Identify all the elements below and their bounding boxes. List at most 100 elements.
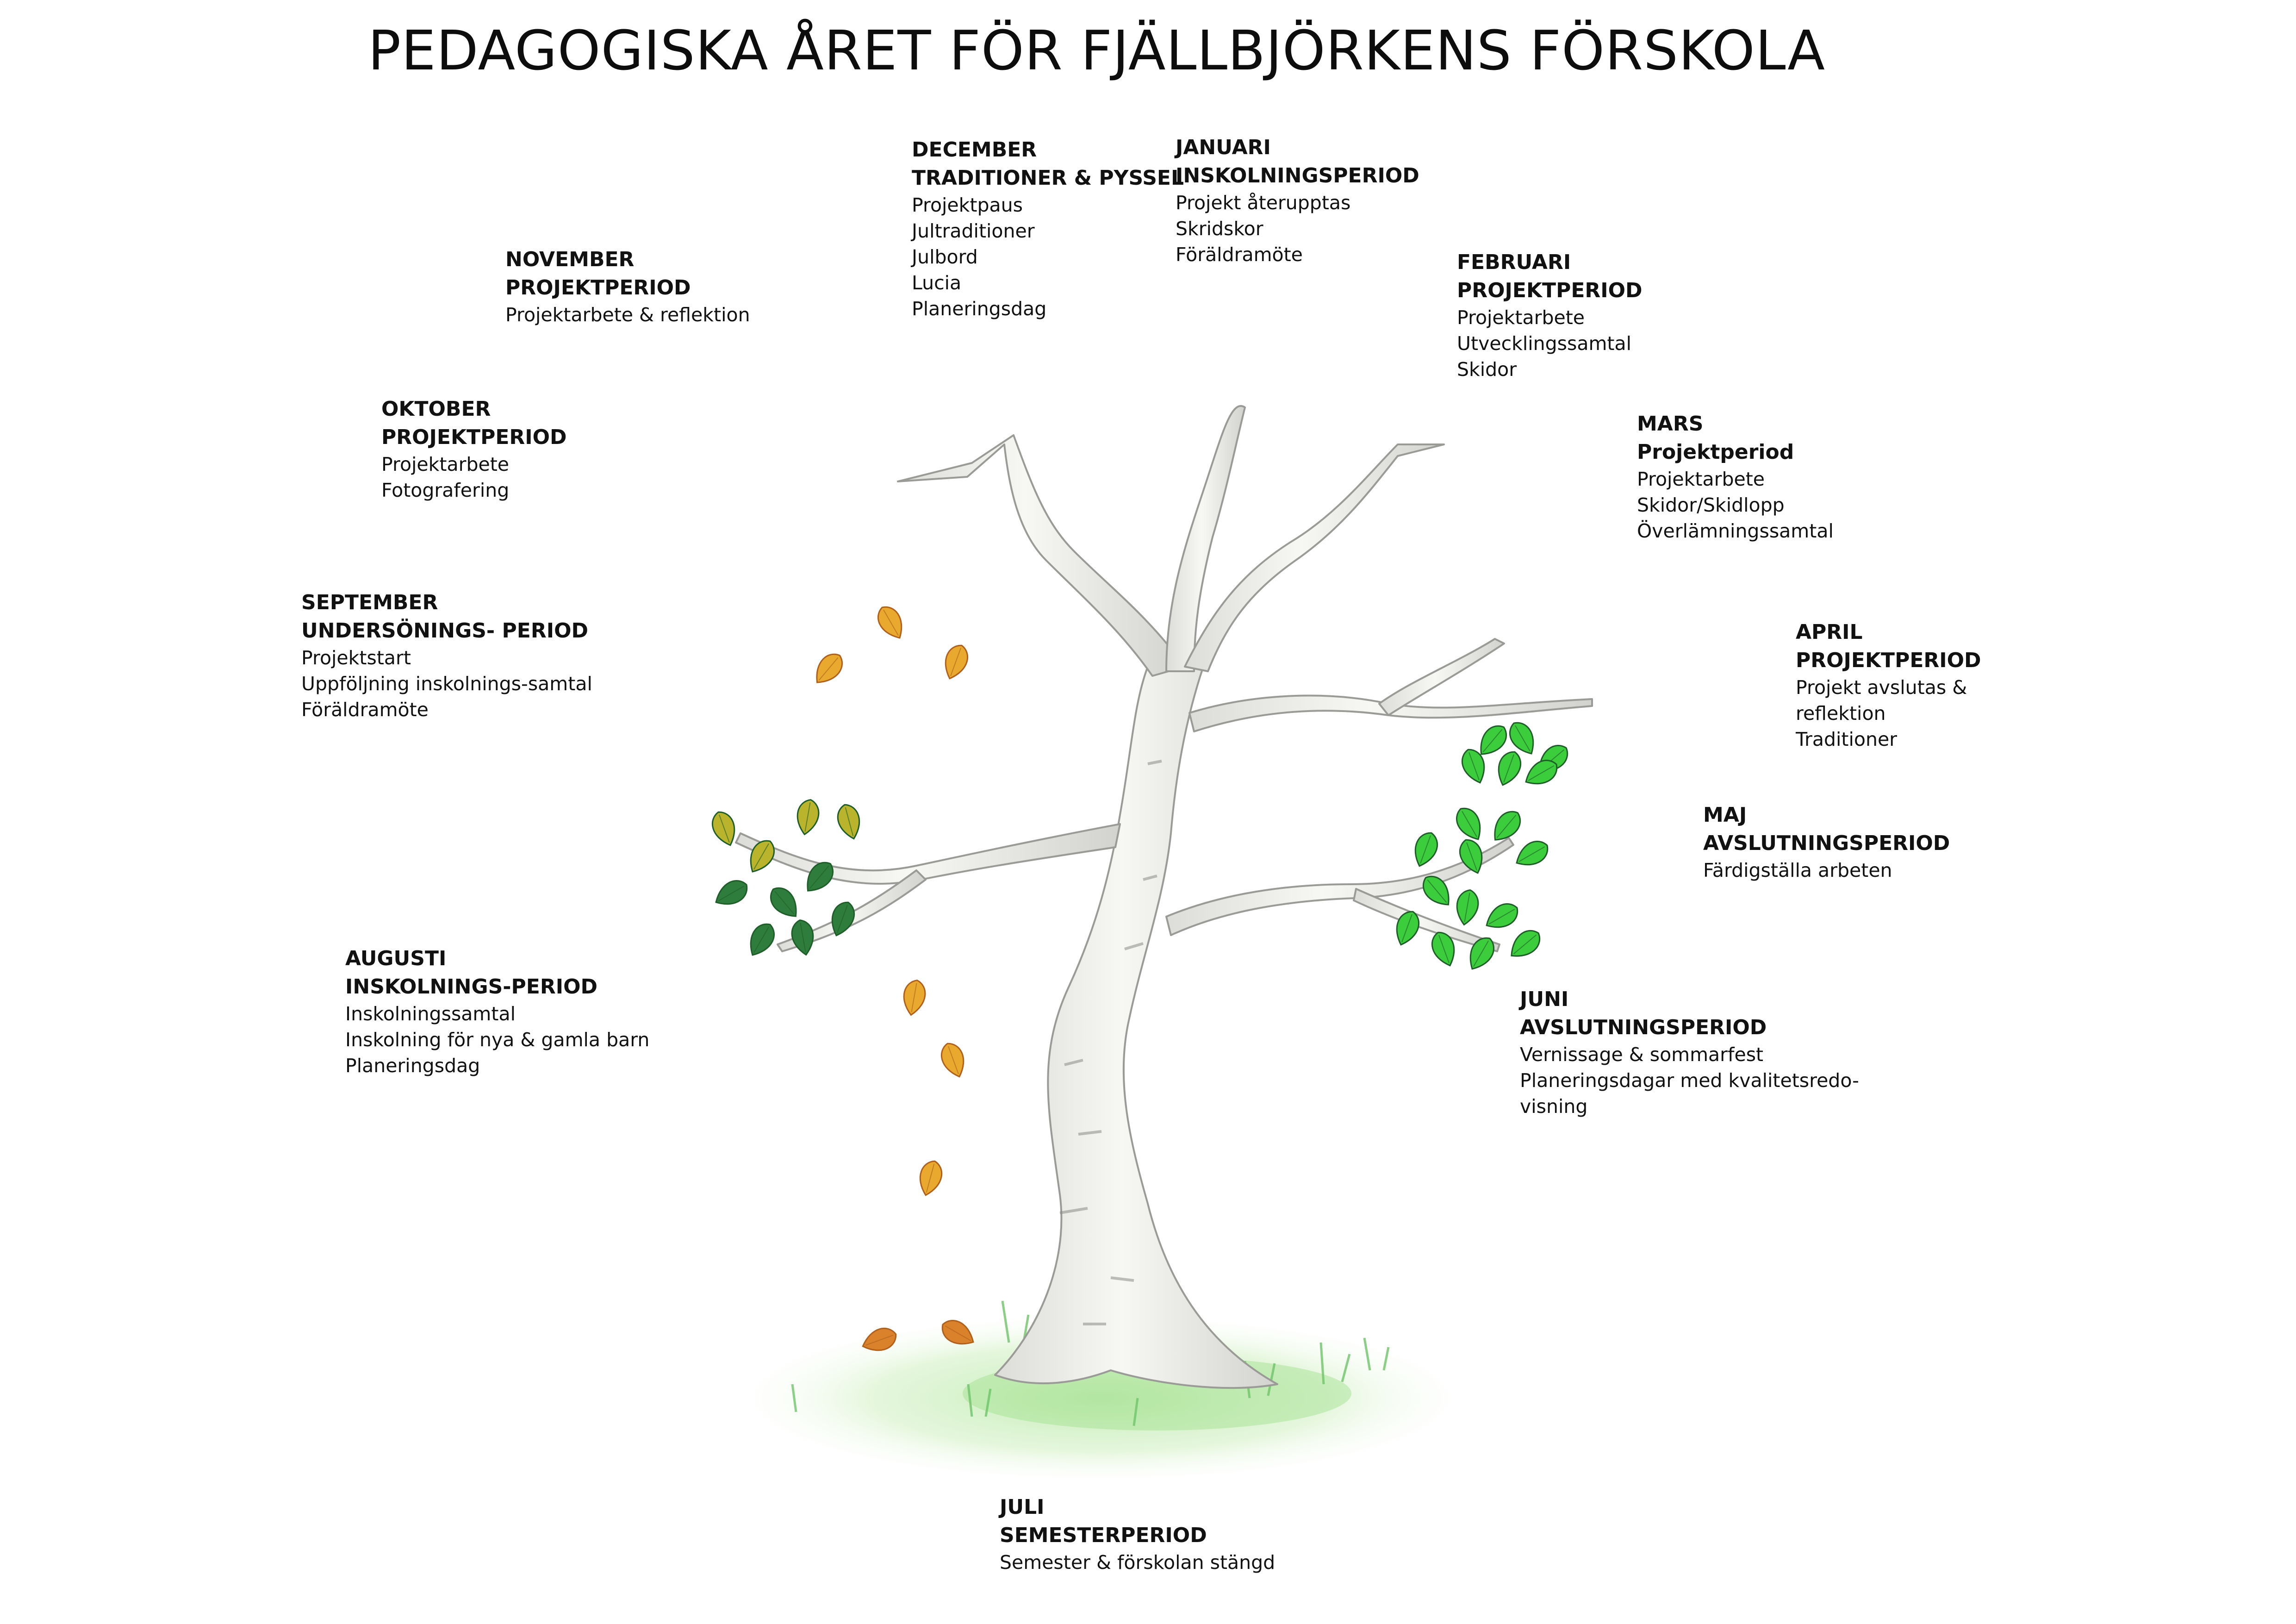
month-item: Färdigställa arbeten (1703, 859, 1892, 881)
leaf-vein (945, 1325, 971, 1341)
leaf-vein (1515, 725, 1531, 752)
leaf-vein (1488, 909, 1515, 924)
month-item: reflektion (1796, 702, 1886, 725)
month-item: Projektstart (301, 647, 411, 669)
leaf-vein (1427, 879, 1447, 903)
leaf-vein (1473, 940, 1489, 967)
month-november: NOVEMBER PROJEKTPERIOD Projektarbete & r… (505, 245, 750, 328)
leaf-vein (865, 1335, 894, 1346)
leaf-icon (837, 804, 860, 840)
month-juli: JULI SEMESTERPERIOD Semester & förskolan… (1000, 1493, 1275, 1575)
month-september: SEPTEMBER UNDERSÖNINGS- PERIOD Projektst… (301, 588, 592, 723)
month-item: Skidor/Skidlopp (1637, 494, 1785, 516)
bark-marks (1059, 760, 1162, 1325)
month-item: Vernissage & sommarfest (1520, 1043, 1764, 1066)
month-item: Jultraditioner (912, 220, 1035, 242)
leaf-icon (1396, 911, 1420, 946)
month-name: JANUARI (1176, 136, 1271, 159)
leaf-vein (1401, 914, 1412, 943)
month-item: Projektarbete (1637, 468, 1765, 490)
leaf-vein (809, 865, 829, 889)
month-period: Projektperiod (1637, 440, 1794, 464)
month-name: JULI (1000, 1495, 1045, 1519)
month-item: Planeringsdag (912, 298, 1047, 320)
month-item: Julbord (912, 246, 978, 268)
leaf-vein (1503, 754, 1514, 783)
leaf-vein (845, 807, 854, 837)
page-title: PEDAGOGISKA ÅRET FÖR FJÄLLBJÖRKENS FÖRSK… (368, 19, 1825, 82)
leaf-icon (791, 919, 814, 956)
month-period: INSKOLNINGSPERIOD (1176, 164, 1419, 187)
leaf-vein (753, 843, 769, 870)
month-item: Projektarbete & reflektion (505, 304, 750, 326)
month-item: Inskolningssamtal (345, 1003, 516, 1025)
month-item: Semester & förskolan stängd (1000, 1551, 1276, 1574)
leaf-vein (800, 923, 806, 952)
month-item: Projekt avslutas & (1796, 676, 1967, 699)
month-item: Lucia (912, 272, 962, 294)
month-name: AUGUSTI (345, 947, 447, 970)
month-mars: MARS Projektperiod Projektarbete Skidor/… (1637, 410, 1834, 544)
month-item: Traditioner (1796, 728, 1898, 750)
leaf-icon (1461, 749, 1485, 784)
month-period: AVSLUTNINGSPERIOD (1703, 831, 1950, 855)
leaf-icon (862, 1327, 897, 1351)
month-name: FEBRUARI (1457, 250, 1571, 274)
leaf-icon (1498, 751, 1522, 786)
leaf-vein (837, 905, 848, 933)
month-item: visning (1520, 1095, 1588, 1118)
leaf-icon (919, 1160, 943, 1196)
leaf-vein (1528, 765, 1555, 781)
leaves-group (711, 606, 1568, 1351)
leaf-vein (948, 1046, 959, 1074)
month-period: PROJEKTPERIOD (1796, 649, 1981, 672)
grass-blades (791, 1300, 1390, 1426)
month-item: Projekt återupptas (1176, 192, 1351, 214)
month-item: Föräldramöte (301, 699, 429, 721)
month-item: Utvecklingssamtal (1457, 332, 1632, 355)
month-name: APRIL (1796, 620, 1863, 644)
leaf-icon (831, 901, 855, 937)
leaf-icon (1459, 839, 1483, 874)
leaf-vein (1468, 752, 1480, 781)
leaf-icon (1414, 832, 1438, 867)
leaf-icon (1431, 931, 1455, 967)
leaf-vein (1420, 835, 1431, 864)
leaf-vein (950, 648, 961, 676)
leaf-icon (711, 811, 735, 846)
month-item: Projektarbete (1457, 306, 1585, 329)
month-name: NOVEMBER (505, 248, 635, 271)
month-name: SEPTEMBER (301, 591, 438, 614)
month-item: Föräldramöte (1176, 244, 1303, 266)
month-item: Inskolning för nya & gamla barn (345, 1029, 650, 1051)
month-item: Fotografering (381, 479, 510, 501)
leaf-icon (1456, 889, 1479, 926)
leaf-icon (903, 980, 926, 1016)
leaf-vein (926, 1163, 935, 1193)
leaf-icon (796, 799, 820, 836)
month-period: INSKOLNINGS-PERIOD (345, 975, 598, 999)
leaf-vein (1438, 935, 1450, 963)
leaf-vein (804, 802, 811, 832)
month-oktober: OKTOBER PROJEKTPERIOD Projektarbete Foto… (381, 395, 567, 503)
month-name: MARS (1637, 412, 1704, 436)
month-item: Planeringsdagar med kvalitetsredo- (1520, 1069, 1859, 1092)
leaf-vein (1466, 842, 1477, 871)
month-augusti: AUGUSTI INSKOLNINGS-PERIOD Inskolningssa… (345, 944, 649, 1079)
month-item: Planeringsdag (345, 1055, 480, 1077)
month-period: PROJEKTPERIOD (381, 425, 567, 449)
grass-patch (722, 1310, 1481, 1486)
month-februari: FEBRUARI PROJEKTPERIOD Projektarbete Utv… (1457, 248, 1643, 382)
month-december: DECEMBER TRADITIONER & PYSSEL Projektpau… (912, 136, 1184, 322)
leaf-vein (883, 609, 899, 636)
month-juni: JUNI AVSLUTNINGSPERIOD Vernissage & somm… (1520, 985, 1859, 1119)
month-name: OKTOBER (381, 397, 491, 421)
month-period: PROJEKTPERIOD (1457, 279, 1643, 302)
leaf-vein (718, 886, 745, 901)
leaf-vein (1462, 811, 1477, 837)
leaf-vein (911, 983, 917, 1012)
leaf-vein (774, 891, 795, 915)
leaf-vein (753, 926, 769, 953)
leaf-icon (940, 1043, 964, 1078)
